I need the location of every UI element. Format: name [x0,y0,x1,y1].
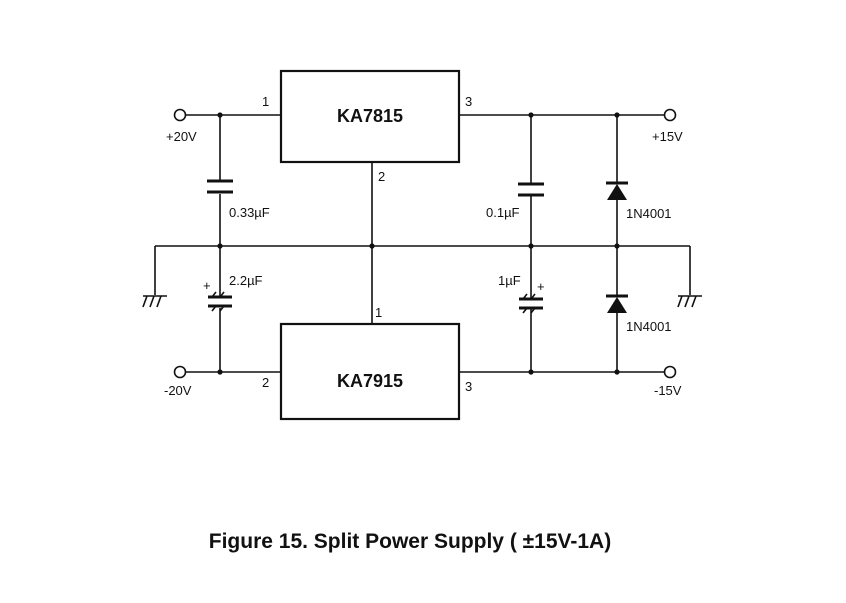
wires [154,114,691,373]
terminal-in-pos-label: +20V [166,129,197,144]
terminal-in-pos [173,108,187,122]
diode-positive-label: 1N4001 [626,206,672,221]
terminal-in-neg [173,365,187,379]
capacitor-output-negative-plus: + [537,279,545,294]
ground-right-icon [677,295,702,308]
ground-left-icon [142,295,167,308]
capacitor-input-negative-plus: + [203,278,211,293]
ka7915-pin-1: 1 [375,305,382,320]
terminal-out-neg-label: -15V [654,383,682,398]
terminal-out-pos [663,108,677,122]
ka7915-pin-3: 3 [465,379,472,394]
capacitor-input-negative: + 2.2µF [203,273,263,312]
ka7815-pin-1: 1 [262,94,269,109]
junction-dots [217,112,620,375]
capacitor-input-positive: 0.33µF [207,179,270,220]
regulator-ka7915: KA7915 1 2 3 [262,305,472,421]
terminals: +20V -20V +15V -15V [164,108,683,398]
terminal-in-neg-label: -20V [164,383,192,398]
capacitor-output-negative-label: 1µF [498,273,521,288]
capacitor-output-positive-label: 0.1µF [486,205,520,220]
ka7815-pin-3: 3 [465,94,472,109]
diode-positive: 1N4001 [606,181,672,221]
diode-negative-label: 1N4001 [626,319,672,334]
ka7915-pin-2: 2 [262,375,269,390]
capacitor-input-positive-label: 0.33µF [229,205,270,220]
capacitor-output-positive: 0.1µF [486,182,544,220]
terminal-out-pos-label: +15V [652,129,683,144]
ka7815-pin-2: 2 [378,169,385,184]
terminal-out-neg [663,365,677,379]
regulator-ka7815-label: KA7815 [337,106,403,126]
capacitor-input-negative-label: 2.2µF [229,273,263,288]
regulator-ka7915-label: KA7915 [337,371,403,391]
diode-negative: 1N4001 [606,294,672,334]
capacitor-output-negative: + 1µF [498,273,545,314]
figure-caption: Figure 15. Split Power Supply ( ±15V-1A) [208,530,612,553]
regulator-ka7815: KA7815 1 2 3 [262,69,472,184]
